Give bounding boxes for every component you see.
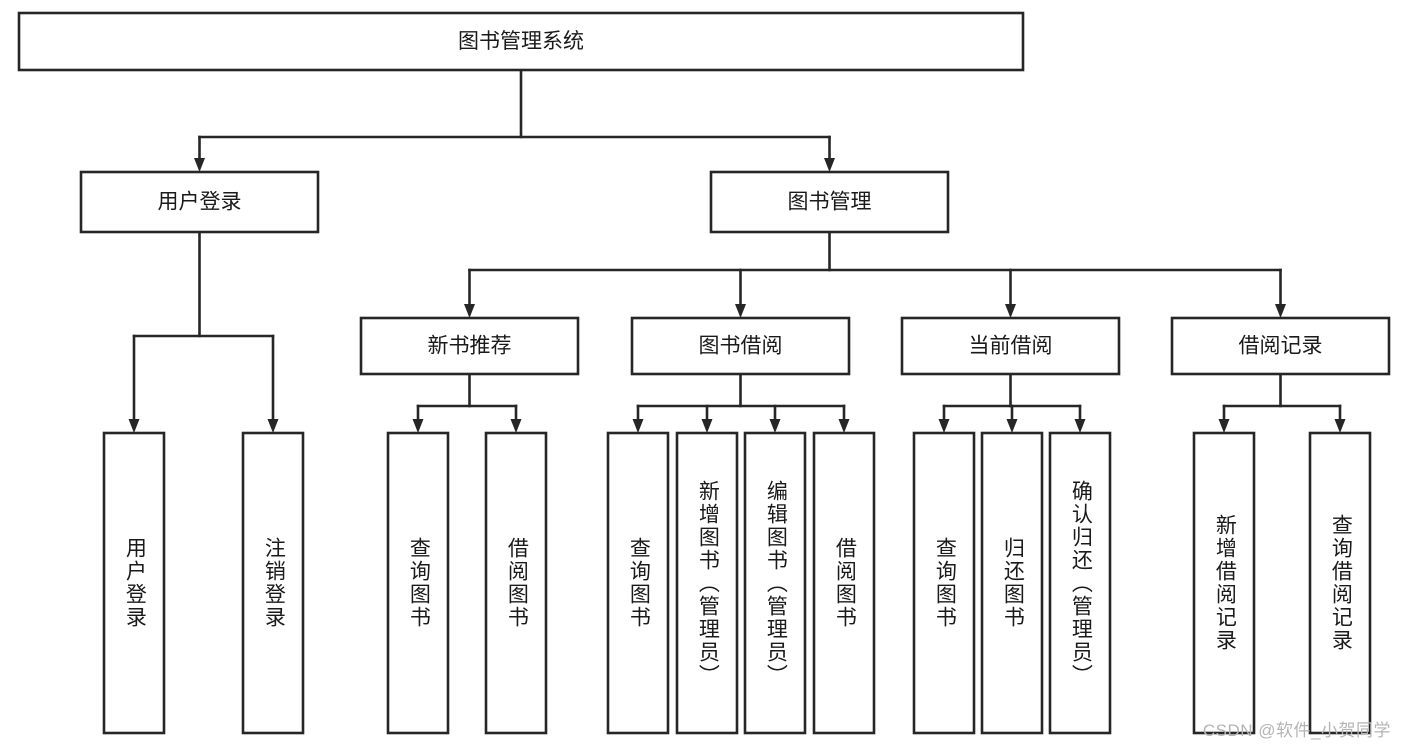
- conn-currentborrow-to-leaves-arrow-2: [1074, 419, 1086, 433]
- conn-bookborrow-to-leaves-arrow-3: [838, 419, 850, 433]
- node-leaf-borrow-book-1[interactable]: [484, 431, 548, 735]
- conn-bookborrow-to-leaves-arrow-2: [769, 419, 781, 433]
- node-root-label: 图书管理系统: [458, 30, 584, 53]
- conn-currentborrow-to-leaves-arrow-1: [1006, 419, 1018, 433]
- node-borrow-record-label: 借阅记录: [1239, 335, 1323, 358]
- conn-root-to-level2-arrow-1: [824, 158, 835, 172]
- node-current-borrow[interactable]: [900, 316, 1121, 376]
- node-current-borrow-label: 当前借阅: [969, 335, 1053, 358]
- node-new-book-rec[interactable]: [359, 316, 580, 376]
- conn-bookmanage-to-level3-arrow-1: [735, 304, 746, 318]
- conn-bookmanage-to-level3-arrow-0: [464, 304, 475, 318]
- conn-bookborrow-to-leaves-arrow-1: [701, 419, 713, 433]
- conn-borrowrecord-to-leaves-arrow-0: [1218, 419, 1230, 433]
- node-leaf-query-book-1[interactable]: [386, 431, 450, 735]
- node-leaf-user-login[interactable]: [102, 431, 166, 735]
- node-user-login[interactable]: [79, 170, 320, 234]
- connector-layer: [128, 68, 1346, 433]
- conn-bookmanage-to-level3-arrow-2: [1005, 304, 1016, 318]
- conn-root-to-level2-arrow-0: [194, 158, 205, 172]
- node-leaf-confirm-return[interactable]: [1048, 431, 1112, 735]
- node-root[interactable]: [17, 11, 1025, 72]
- conn-bookborrow-to-leaves-arrow-0: [632, 419, 644, 433]
- conn-newbook-to-leaves-arrow-1: [510, 419, 522, 433]
- node-leaf-query-book-3[interactable]: [912, 431, 976, 735]
- node-book-borrow[interactable]: [630, 316, 851, 376]
- conn-newbook-to-leaves-arrow-0: [412, 419, 424, 433]
- node-box-layer: [17, 11, 1391, 735]
- node-leaf-return-book[interactable]: [980, 431, 1044, 735]
- node-leaf-query-book-2[interactable]: [606, 431, 670, 735]
- conn-userlogin-to-leaves-arrow-0: [128, 419, 140, 433]
- node-leaf-borrow-book-2[interactable]: [812, 431, 876, 735]
- node-leaf-user-logout[interactable]: [241, 431, 305, 735]
- node-leaf-add-book[interactable]: [675, 431, 739, 735]
- node-book-borrow-label: 图书借阅: [699, 335, 783, 358]
- node-user-login-label: 用户登录: [158, 191, 242, 214]
- node-book-manage[interactable]: [709, 170, 950, 234]
- node-leaf-edit-book[interactable]: [743, 431, 807, 735]
- conn-userlogin-to-leaves-arrow-1: [267, 419, 279, 433]
- conn-bookmanage-to-level3-arrow-3: [1275, 304, 1286, 318]
- node-borrow-record[interactable]: [1170, 316, 1391, 376]
- node-book-manage-label: 图书管理: [788, 191, 872, 214]
- node-leaf-add-record[interactable]: [1192, 431, 1256, 735]
- conn-borrowrecord-to-leaves-arrow-1: [1334, 419, 1346, 433]
- node-new-book-rec-label: 新书推荐: [428, 335, 512, 358]
- watermark-text: CSDN @软件_小贺同学: [1202, 721, 1391, 740]
- conn-currentborrow-to-leaves-arrow-0: [938, 419, 950, 433]
- node-leaf-query-record[interactable]: [1308, 431, 1372, 735]
